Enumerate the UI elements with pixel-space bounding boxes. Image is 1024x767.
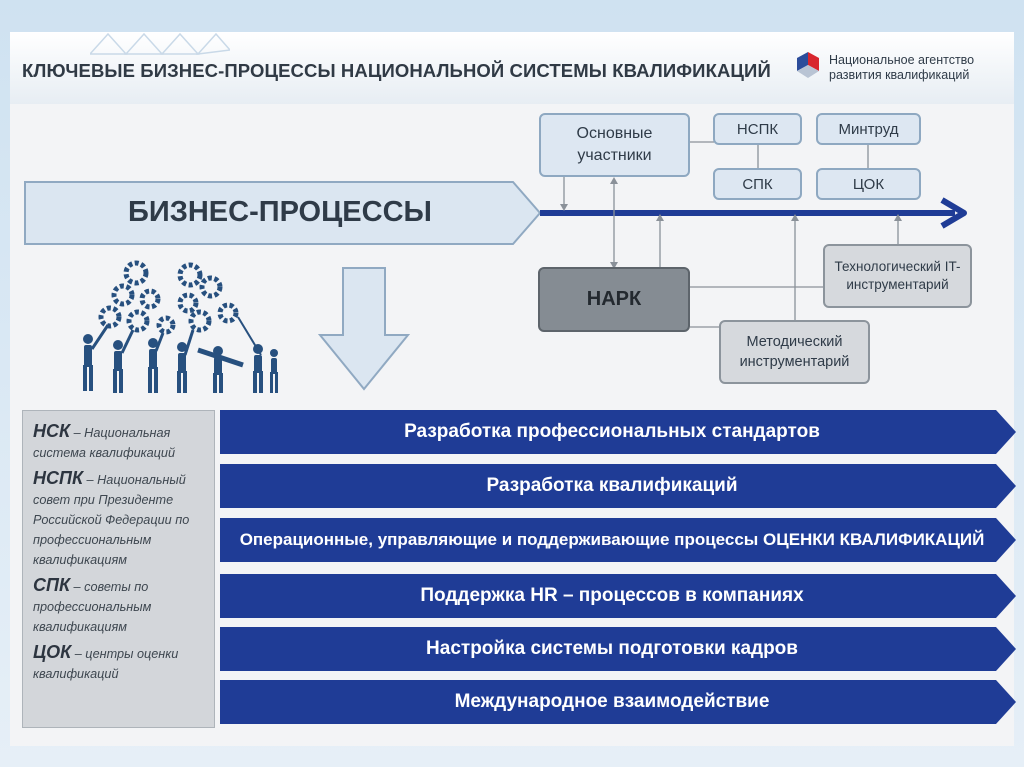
process-label: Разработка квалификаций bbox=[486, 475, 738, 496]
tech-tools-line2: инструментарий bbox=[846, 277, 949, 292]
process-arrow-2: Разработка квалификаций bbox=[220, 464, 1016, 508]
tsok-box: ЦОК bbox=[816, 168, 921, 200]
participants-box: Основные участники bbox=[539, 113, 690, 177]
legend-abbr: НСК bbox=[33, 421, 71, 441]
participants-line1: Основные bbox=[576, 125, 653, 142]
timeline-arrowhead bbox=[940, 197, 967, 229]
method-tools-line1: Методический bbox=[746, 334, 843, 350]
page-title: КЛЮЧЕВЫЕ БИЗНЕС-ПРОЦЕССЫ НАЦИОНАЛЬНОЙ СИ… bbox=[22, 60, 771, 81]
down-arrow bbox=[317, 267, 411, 391]
process-arrow-1: Разработка профессиональных стандартов bbox=[220, 410, 1016, 454]
process-label: Операционные, управляющие и поддерживающ… bbox=[239, 530, 985, 549]
legend-abbr: СПК bbox=[33, 575, 71, 595]
tech-tools-line1: Технологический IT- bbox=[834, 259, 961, 274]
mintrud-box: Минтруд bbox=[816, 113, 921, 145]
legend-abbr: НСПК bbox=[33, 468, 84, 488]
participants-line2: участники bbox=[577, 147, 652, 164]
method-tools-line2: инструментарий bbox=[739, 354, 850, 370]
process-label: Поддержка HR – процессов в компаниях bbox=[420, 585, 804, 606]
legend-definition: – советы по профессиональным квалификаци… bbox=[33, 580, 152, 634]
teamwork-gears-icon bbox=[83, 260, 278, 393]
legend-abbr: ЦОК bbox=[33, 642, 72, 662]
spk-box: СПК bbox=[713, 168, 802, 200]
agency-name-line1: Национальное агентство bbox=[829, 53, 975, 67]
legend-item-nspk: НСПК – Национальный совет при Президенте… bbox=[33, 469, 208, 570]
decorative-triangles bbox=[90, 32, 230, 55]
process-label: Настройка системы подготовки кадров bbox=[426, 638, 798, 659]
process-arrow-5: Настройка системы подготовки кадров bbox=[220, 627, 1016, 671]
legend-definition: – центры оценки квалификаций bbox=[33, 647, 179, 681]
process-label: Разработка профессиональных стандартов bbox=[404, 421, 820, 442]
legend-item-nsk: НСК – Национальная система квалификаций bbox=[33, 422, 208, 463]
legend-item-tsok: ЦОК – центры оценки квалификаций bbox=[33, 643, 208, 684]
process-arrow-6: Международное взаимодействие bbox=[220, 680, 1016, 724]
process-arrow-4: Поддержка HR – процессов в компаниях bbox=[220, 574, 1016, 618]
nark-box: НАРК bbox=[538, 267, 690, 332]
agency-logo-icon bbox=[797, 52, 819, 78]
agency-name: Национальное агентство развития квалифик… bbox=[829, 53, 974, 83]
process-label: Международное взаимодействие bbox=[454, 691, 770, 712]
business-processes-label: БИЗНЕС-ПРОЦЕССЫ bbox=[128, 196, 432, 228]
legend-panel: НСК – Национальная система квалификаций … bbox=[22, 410, 215, 728]
business-process-arrow bbox=[24, 181, 542, 245]
legend-definition: – Национальная система квалификаций bbox=[33, 426, 176, 460]
tech-tools-box: Технологический IT- инструментарий bbox=[823, 244, 972, 308]
legend-definition: – Национальный совет при Президенте Росс… bbox=[33, 473, 190, 567]
agency-name-line2: развития квалификаций bbox=[829, 68, 970, 82]
method-tools-box: Методический инструментарий bbox=[719, 320, 870, 384]
header-bar bbox=[10, 32, 1014, 104]
nspk-box: НСПК bbox=[713, 113, 802, 145]
legend-item-spk: СПК – советы по профессиональным квалифи… bbox=[33, 576, 208, 637]
process-arrow-3: Операционные, управляющие и поддерживающ… bbox=[220, 518, 1016, 562]
